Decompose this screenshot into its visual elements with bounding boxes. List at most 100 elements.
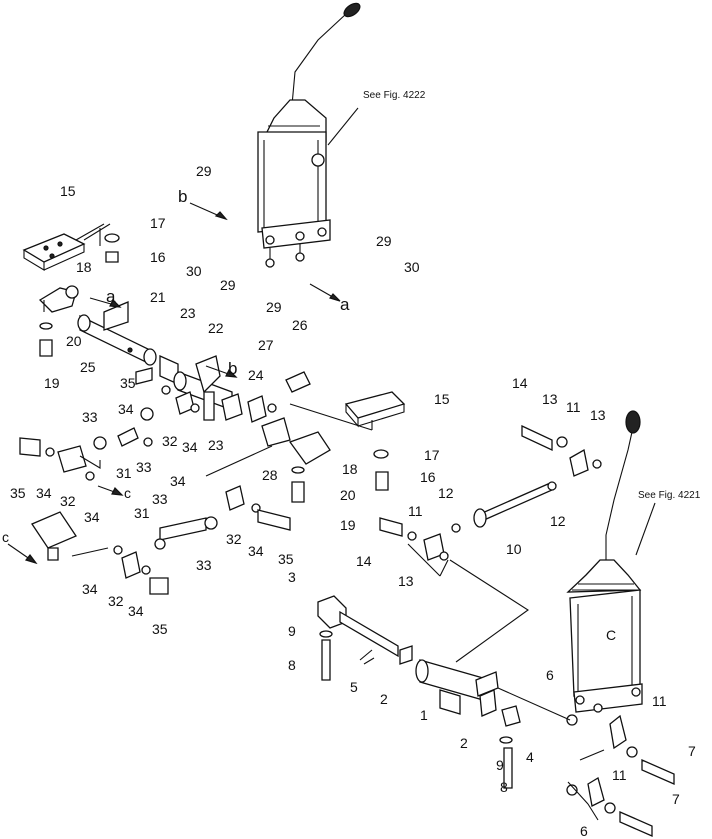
callout: 6 — [580, 823, 588, 839]
right-bracket-assembly — [288, 391, 602, 561]
callout: 13 — [542, 391, 558, 407]
view-marker: b — [228, 359, 237, 378]
callout: 29 — [376, 233, 392, 249]
callout: 33 — [136, 459, 152, 475]
callout: 32 — [226, 531, 242, 547]
callout: 33 — [196, 557, 212, 573]
callout: 25 — [80, 359, 96, 375]
callout: 1 — [420, 707, 428, 723]
view-marker: c — [2, 529, 9, 545]
leader-c — [71, 547, 109, 557]
callout: 9 — [288, 623, 296, 639]
callout: 4 — [526, 749, 534, 765]
callout: 16 — [150, 249, 166, 265]
callout: 35 — [278, 551, 294, 567]
callout: 14 — [356, 553, 372, 569]
callout: 23 — [208, 437, 224, 453]
callout: 9 — [496, 757, 504, 773]
upper-control-lever — [257, 2, 361, 268]
lower-left-linkage — [31, 485, 291, 595]
callout: 10 — [506, 541, 522, 557]
callout: 15 — [60, 183, 76, 199]
callout: 33 — [82, 409, 98, 425]
callout: 2 — [380, 691, 388, 707]
bottom-shaft-assembly — [317, 595, 521, 789]
callout: 34 — [84, 509, 100, 525]
callout: 28 — [262, 467, 278, 483]
callout: 32 — [60, 493, 76, 509]
callout: 13 — [590, 407, 606, 423]
callout: 11 — [652, 693, 667, 709]
callout: 30 — [404, 259, 420, 275]
callout: 33 — [152, 491, 168, 507]
leader-group-right — [289, 403, 373, 431]
callout: 29 — [266, 299, 282, 315]
callout: 22 — [208, 320, 224, 336]
callout: 7 — [672, 791, 680, 807]
callout: 34 — [128, 603, 144, 619]
leader-fig-4222 — [327, 107, 359, 146]
leader-13 — [407, 543, 449, 577]
view-marker: a — [340, 295, 350, 314]
callout: 34 — [182, 439, 198, 455]
view-marker: a — [106, 287, 116, 306]
callout: 12 — [438, 485, 454, 501]
leader-shaft — [449, 559, 529, 663]
callout: 11 — [612, 767, 627, 783]
panel-letter: C — [606, 627, 616, 643]
callout: 34 — [118, 401, 134, 417]
fig-ref-4221: See Fig. 4221 — [638, 490, 701, 501]
callout: 30 — [186, 263, 202, 279]
callout: 13 — [398, 573, 414, 589]
lower-control-lever: C — [566, 410, 643, 713]
fig-ref-4222: See Fig. 4222 — [363, 90, 426, 101]
leader-34 — [79, 455, 101, 469]
callout: 31 — [116, 465, 132, 481]
callout: 11 — [566, 399, 581, 415]
callout: 27 — [258, 337, 274, 353]
callout: 34 — [170, 473, 186, 489]
callout: 21 — [150, 289, 166, 305]
bottom-right-links — [566, 714, 675, 837]
callout: 34 — [82, 581, 98, 597]
callout: 20 — [340, 487, 356, 503]
callout: 26 — [292, 317, 308, 333]
callout: 12 — [550, 513, 566, 529]
view-arrows — [7, 202, 341, 565]
callout: 18 — [342, 461, 358, 477]
callout: 8 — [500, 779, 508, 795]
callout: 3 — [288, 569, 296, 585]
view-marker: c — [124, 485, 131, 501]
callout: 2 — [460, 735, 468, 751]
central-links — [19, 354, 311, 481]
callout: 14 — [512, 375, 528, 391]
callout: 5 — [350, 679, 358, 695]
callout: 34 — [36, 485, 52, 501]
callout: 34 — [248, 543, 264, 559]
callout: 19 — [340, 517, 356, 533]
callout: 18 — [76, 259, 92, 275]
leader-6 — [497, 687, 571, 721]
callout: 8 — [288, 657, 296, 673]
callout: 32 — [108, 593, 124, 609]
callout: 29 — [220, 277, 236, 293]
callout-numbers: 1 2 2 3 4 5 6 6 7 7 8 8 9 9 10 11 11 11 … — [10, 163, 696, 839]
leader-6b — [567, 749, 605, 821]
leader-group-17-16 — [75, 223, 105, 246]
leader-fig-4221 — [635, 502, 656, 556]
view-marker: b — [178, 187, 187, 206]
callout: 29 — [196, 163, 212, 179]
callout: 31 — [134, 505, 150, 521]
callout: 32 — [162, 433, 178, 449]
callout: 20 — [66, 333, 82, 349]
left-bracket-assembly — [22, 223, 157, 366]
callout: 23 — [180, 305, 196, 321]
leader-28 — [205, 445, 273, 477]
callout: 17 — [150, 215, 166, 231]
callout: 11 — [408, 503, 423, 519]
callout: 15 — [434, 391, 450, 407]
callout: 24 — [248, 367, 264, 383]
callout: 35 — [10, 485, 26, 501]
